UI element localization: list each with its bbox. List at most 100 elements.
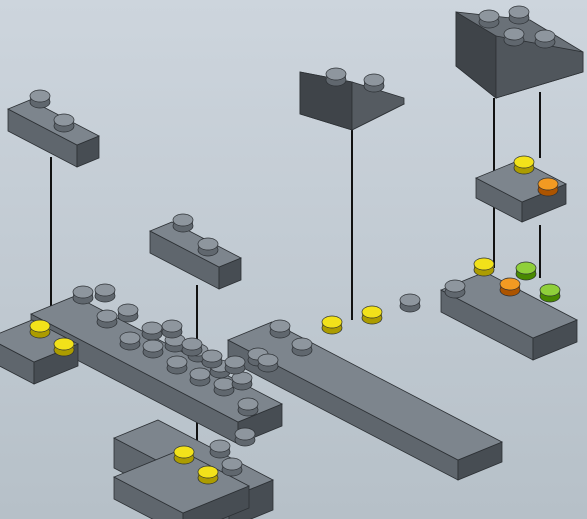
slope-stud xyxy=(478,9,500,29)
base-stud xyxy=(189,367,211,387)
base-stud xyxy=(234,427,256,447)
stud-top xyxy=(291,337,313,351)
base-stud xyxy=(117,303,139,323)
base-stud xyxy=(181,337,203,357)
floating-parts xyxy=(7,5,584,290)
stud-top xyxy=(363,73,385,87)
base-right-bar xyxy=(227,321,503,481)
stud-top xyxy=(197,465,219,479)
plate-right-stud-yellow xyxy=(513,155,535,175)
slope-stud xyxy=(503,27,525,47)
stud-top xyxy=(213,377,235,391)
stud-top xyxy=(257,353,279,367)
base-right-end xyxy=(440,271,578,361)
stud-top xyxy=(361,305,383,319)
stud-top xyxy=(197,237,219,251)
plate-left-stud xyxy=(53,113,75,133)
marker-stud-yellow xyxy=(361,305,383,325)
stud-top xyxy=(53,113,75,127)
marker-stud-yellow xyxy=(53,337,75,357)
marker-stud-green xyxy=(539,283,561,303)
stud-top xyxy=(478,9,500,23)
base-stud xyxy=(166,355,188,375)
stud-top xyxy=(181,337,203,351)
plate-center-stud xyxy=(197,237,219,257)
plate-center-stud xyxy=(172,213,194,233)
base-stud xyxy=(224,355,246,375)
base-stud xyxy=(142,339,164,359)
slope-stud xyxy=(508,5,530,25)
stud-top xyxy=(399,293,421,307)
stud-top xyxy=(513,155,535,169)
slope-stud xyxy=(363,73,385,93)
slope-2x2-center xyxy=(299,71,405,131)
stud-top xyxy=(172,213,194,227)
marker-stud-yellow xyxy=(473,257,495,277)
marker-stud-yellow xyxy=(321,315,343,335)
stud-top xyxy=(534,29,556,43)
base-stud xyxy=(237,397,259,417)
base-stud xyxy=(72,285,94,305)
marker-stud-orange xyxy=(499,277,521,297)
marker-stud-yellow xyxy=(173,445,195,465)
stud-top xyxy=(142,339,164,353)
stud-top xyxy=(508,5,530,19)
base-stud xyxy=(209,439,231,459)
base-stud xyxy=(96,309,118,329)
base-stud xyxy=(257,353,279,373)
base-stud xyxy=(291,337,313,357)
stud-top xyxy=(119,331,141,345)
plate-1x2-left xyxy=(7,99,100,168)
base-stud xyxy=(444,279,466,299)
slope-face xyxy=(351,81,405,131)
base-assembly xyxy=(0,257,578,519)
base-stud xyxy=(161,319,183,339)
plate-1x2-center xyxy=(149,221,242,290)
stud-top xyxy=(234,427,256,441)
base-stud xyxy=(94,283,116,303)
stud-top xyxy=(94,283,116,297)
stud-top xyxy=(325,67,347,81)
stud-top xyxy=(537,177,559,191)
slope-stud xyxy=(534,29,556,49)
base-stud xyxy=(399,293,421,313)
base-bottom-plate xyxy=(113,449,250,519)
stud-top xyxy=(201,349,223,363)
stud-top xyxy=(269,319,291,333)
stud-top xyxy=(29,319,51,333)
slope-face xyxy=(495,35,584,99)
stud-top xyxy=(503,27,525,41)
stud-top xyxy=(166,355,188,369)
base-stud xyxy=(231,371,253,391)
base-stud xyxy=(141,321,163,341)
base-stud xyxy=(119,331,141,351)
stud-top xyxy=(29,89,51,103)
stud-top xyxy=(161,319,183,333)
stud-top xyxy=(209,439,231,453)
stud-top xyxy=(321,315,343,329)
stud-top xyxy=(499,277,521,291)
marker-stud-yellow xyxy=(29,319,51,339)
stud-top xyxy=(221,457,243,471)
stud-top xyxy=(173,445,195,459)
plate-left-stud xyxy=(29,89,51,109)
plate-right-stud-orange xyxy=(537,177,559,197)
base-stud xyxy=(213,377,235,397)
stud-top xyxy=(515,261,537,275)
stud-top xyxy=(53,337,75,351)
stud-top xyxy=(473,257,495,271)
brick-top-face xyxy=(7,99,100,146)
stud-top xyxy=(189,367,211,381)
stud-top xyxy=(96,309,118,323)
stud-top xyxy=(539,283,561,297)
stud-top xyxy=(237,397,259,411)
marker-stud-yellow xyxy=(197,465,219,485)
stud-top xyxy=(117,303,139,317)
stud-top xyxy=(72,285,94,299)
stud-top xyxy=(224,355,246,369)
slope-stud xyxy=(325,67,347,87)
base-stud xyxy=(201,349,223,369)
stud-top xyxy=(444,279,466,293)
